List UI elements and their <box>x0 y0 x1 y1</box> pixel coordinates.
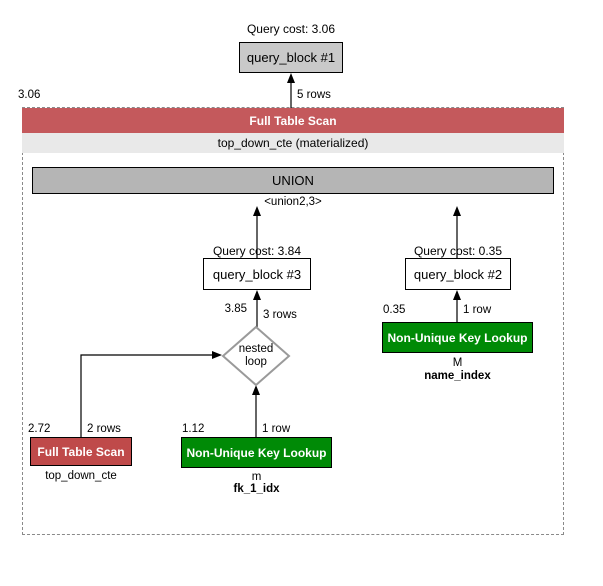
edge-cost-bar-to-qb1: 3.06 <box>18 89 41 101</box>
qb1-cost-label: Query cost: 3.06 <box>246 22 336 36</box>
edge-rows-fklookup-to-loop: 1 row <box>262 423 291 435</box>
full-table-scan-bottom-node[interactable]: Full Table Scan <box>30 437 132 466</box>
nested-loop-label: nested loop <box>221 343 291 369</box>
materialized-region-border <box>22 107 564 535</box>
union-subtitle: <union2,3> <box>264 196 322 208</box>
fts-bottom-table-label: top_down_cte <box>45 470 117 482</box>
query-block-1-node[interactable]: query_block #1 <box>239 42 343 73</box>
edge-cost-lookup-to-qb2: 0.35 <box>383 304 406 316</box>
qb2-cost-label: Query cost: 0.35 <box>413 244 503 258</box>
edge-rows-loop-to-qb3: 3 rows <box>263 309 297 321</box>
non-unique-key-lookup-fk-node[interactable]: Non-Unique Key Lookup <box>181 437 332 468</box>
edge-rows-fts-to-loop: 2 rows <box>87 423 121 435</box>
materialized-cte-label: top_down_cte (materialized) <box>22 133 564 153</box>
edge-cost-loop-to-qb3: 3.85 <box>224 303 247 315</box>
edge-rows-bar-to-qb1: 5 rows <box>297 89 331 101</box>
nested-loop-label-line1: nested <box>238 343 274 355</box>
non-unique-key-lookup-name-node[interactable]: Non-Unique Key Lookup <box>382 322 533 353</box>
full-table-scan-bar-node[interactable]: Full Table Scan <box>22 108 564 133</box>
edge-cost-fklookup-to-loop: 1.12 <box>182 423 205 435</box>
edge-cost-fts-to-loop: 2.72 <box>28 423 51 435</box>
lookup-fk-index-label: fk_1_idx <box>233 483 280 495</box>
lookup-name-index-label: name_index <box>424 370 491 382</box>
query-block-3-node[interactable]: query_block #3 <box>203 258 311 290</box>
lookup-fk-table-label: m <box>251 471 262 483</box>
lookup-name-table-label: M <box>452 357 463 369</box>
edge-rows-lookup-to-qb2: 1 row <box>463 304 492 316</box>
qb3-cost-label: Query cost: 3.84 <box>212 244 302 258</box>
union-node[interactable]: UNION <box>32 167 554 194</box>
nested-loop-label-line2: loop <box>245 356 267 368</box>
query-block-2-node[interactable]: query_block #2 <box>405 258 511 290</box>
nested-loop-node[interactable] <box>221 325 291 387</box>
